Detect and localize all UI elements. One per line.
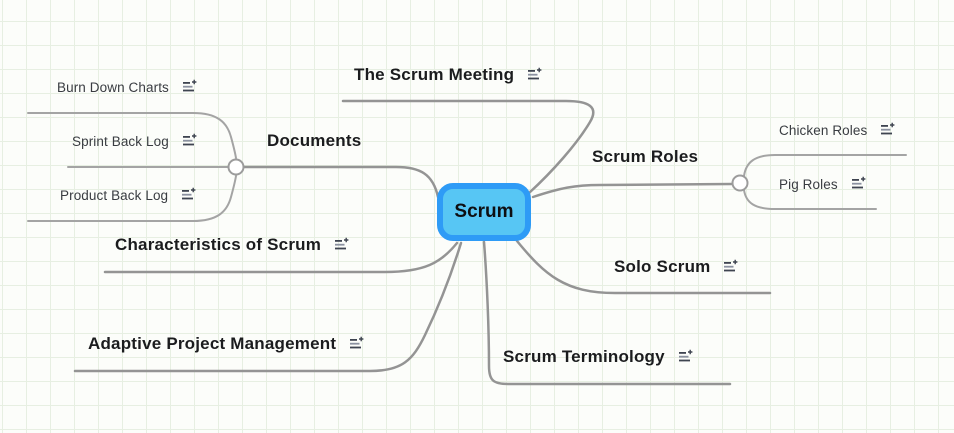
topic-sprint-back-log[interactable]: Sprint Back Log (72, 132, 198, 150)
topic-characteristics-of-scrum[interactable]: Characteristics of Scrum (115, 234, 350, 256)
add-note-icon[interactable] (527, 67, 543, 83)
topic-label: Burn Down Charts (57, 79, 169, 95)
topic-adaptive-project-management[interactable]: Adaptive Project Management (88, 333, 365, 355)
branch-line-documents (242, 165, 440, 199)
topic-label: Pig Roles (779, 176, 838, 192)
topic-label: Adaptive Project Management (88, 334, 337, 353)
topic-product-back-log[interactable]: Product Back Log (60, 186, 197, 204)
branch-line-characteristics (103, 241, 459, 274)
branch-line-solo-scrum (515, 239, 772, 295)
topic-scrum-terminology[interactable]: Scrum Terminology (503, 346, 694, 368)
topic-documents[interactable]: Documents (267, 130, 361, 152)
branch-line-chicken-roles (743, 154, 907, 177)
topic-chicken-roles[interactable]: Chicken Roles (779, 121, 896, 139)
add-note-icon[interactable] (678, 349, 694, 365)
branch-line-scrum-meeting (341, 99, 595, 195)
add-note-icon[interactable] (851, 176, 867, 192)
add-note-icon[interactable] (880, 122, 896, 138)
add-note-icon[interactable] (334, 237, 350, 253)
scrum-roles-branch-handle[interactable] (731, 174, 749, 192)
topic-label: Sprint Back Log (72, 133, 169, 149)
branch-line-pig-roles (743, 189, 877, 210)
topic-scrum-roles[interactable]: Scrum Roles (592, 146, 698, 168)
topic-burn-down-charts[interactable]: Burn Down Charts (57, 78, 198, 96)
branch-line-adaptive (73, 241, 463, 373)
add-note-icon[interactable] (182, 79, 198, 95)
topic-solo-scrum[interactable]: Solo Scrum (614, 256, 739, 278)
branch-line-scrum-terminology (482, 240, 732, 386)
topic-label: The Scrum Meeting (354, 65, 515, 84)
topic-label: Product Back Log (60, 187, 169, 203)
root-node-label: Scrum (454, 201, 514, 222)
topic-the-scrum-meeting[interactable]: The Scrum Meeting (354, 64, 543, 86)
topic-label: Scrum Terminology (503, 347, 665, 366)
branch-line-product-back-log (27, 175, 237, 222)
topic-label: Characteristics of Scrum (115, 235, 322, 254)
topic-pig-roles[interactable]: Pig Roles (779, 175, 867, 193)
add-note-icon[interactable] (182, 133, 198, 149)
branch-line-burn-down-charts (27, 112, 237, 159)
branch-line-scrum-roles (531, 182, 734, 199)
topic-label: Chicken Roles (779, 122, 868, 138)
topic-label: Documents (267, 131, 362, 150)
add-note-icon[interactable] (723, 259, 739, 275)
root-node-scrum[interactable]: Scrum (437, 183, 531, 241)
topic-label: Scrum Roles (592, 147, 699, 166)
documents-branch-handle[interactable] (227, 158, 245, 176)
add-note-icon[interactable] (181, 187, 197, 203)
topic-label: Solo Scrum (614, 257, 711, 276)
add-note-icon[interactable] (349, 336, 365, 352)
